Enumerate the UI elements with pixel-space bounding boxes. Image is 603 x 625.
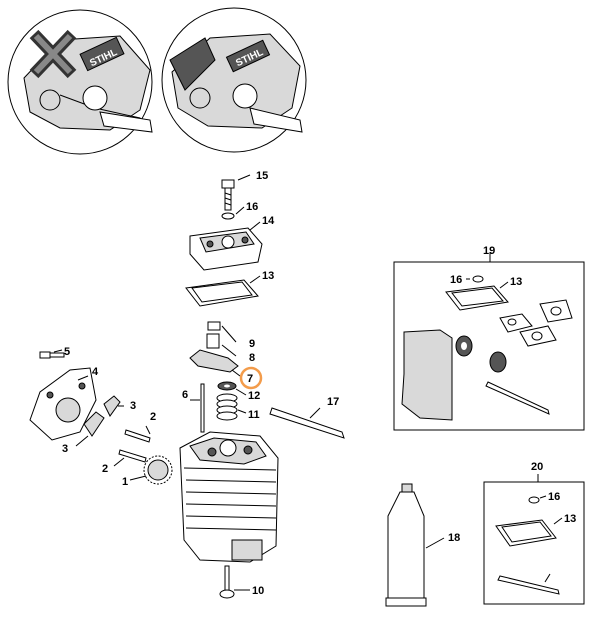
thumbnail-variant-b[interactable]: STIHL bbox=[161, 7, 307, 153]
part-gear-1[interactable] bbox=[129, 455, 173, 485]
callout-14[interactable]: 14 bbox=[262, 215, 275, 227]
callout-1[interactable]: 1 bbox=[122, 476, 128, 488]
part-valve-spring-11[interactable] bbox=[216, 393, 247, 421]
callout-20-13[interactable]: 13 bbox=[564, 513, 576, 525]
part-cylinder[interactable] bbox=[179, 431, 279, 563]
callout-20[interactable]: 20 bbox=[531, 461, 543, 473]
callout-16[interactable]: 16 bbox=[246, 201, 258, 213]
callout-6[interactable]: 6 bbox=[182, 389, 188, 401]
part-rocker-arm-7[interactable] bbox=[189, 349, 241, 377]
thumbnail-variant-a[interactable]: STIHL bbox=[7, 9, 153, 155]
callout-12[interactable]: 12 bbox=[248, 390, 260, 402]
part-sealant-tube-18[interactable] bbox=[385, 483, 445, 607]
part-retainer-12[interactable] bbox=[217, 381, 247, 396]
part-screw-15[interactable] bbox=[221, 174, 251, 211]
part-nut-9[interactable] bbox=[207, 321, 237, 343]
callout-19-16[interactable]: 16 bbox=[450, 274, 462, 286]
part-tool-17[interactable] bbox=[269, 407, 345, 439]
kit-20-box[interactable] bbox=[483, 474, 585, 605]
callout-2-lower[interactable]: 2 bbox=[102, 463, 108, 475]
callout-3-upper[interactable]: 3 bbox=[130, 400, 136, 412]
part-valve-cover-14[interactable] bbox=[189, 221, 263, 271]
callout-8[interactable]: 8 bbox=[249, 352, 255, 364]
callout-13[interactable]: 13 bbox=[262, 270, 274, 282]
callout-9[interactable]: 9 bbox=[249, 338, 255, 350]
part-pushrod-6[interactable] bbox=[190, 383, 205, 433]
part-washer-16[interactable] bbox=[221, 206, 245, 220]
part-valve-10[interactable] bbox=[219, 565, 250, 599]
part-screw-5[interactable] bbox=[39, 349, 65, 359]
callout-18[interactable]: 18 bbox=[448, 532, 460, 544]
callout-2-upper[interactable]: 2 bbox=[150, 411, 156, 423]
part-gasket-13[interactable] bbox=[185, 275, 261, 307]
callout-4[interactable]: 4 bbox=[92, 366, 99, 378]
callout-20-16[interactable]: 16 bbox=[548, 491, 560, 503]
callout-5[interactable]: 5 bbox=[64, 346, 70, 358]
callout-15[interactable]: 15 bbox=[256, 170, 268, 182]
part-bushing-8[interactable] bbox=[206, 333, 237, 357]
callout-7[interactable]: 7 bbox=[247, 373, 253, 385]
callout-11[interactable]: 11 bbox=[248, 409, 260, 421]
callout-7-highlight[interactable]: 7 bbox=[239, 366, 263, 390]
callout-19-13[interactable]: 13 bbox=[510, 276, 522, 288]
kit-19-box[interactable] bbox=[393, 252, 585, 431]
callout-10[interactable]: 10 bbox=[252, 585, 264, 597]
part-rocker-support-3[interactable] bbox=[75, 395, 124, 447]
part-cover-4[interactable] bbox=[29, 367, 97, 441]
highlighted-cover-icon bbox=[169, 37, 216, 91]
part-axle-2[interactable] bbox=[113, 425, 151, 467]
callout-3-lower[interactable]: 3 bbox=[62, 443, 68, 455]
callout-19[interactable]: 19 bbox=[483, 245, 495, 257]
callout-17[interactable]: 17 bbox=[327, 396, 339, 408]
